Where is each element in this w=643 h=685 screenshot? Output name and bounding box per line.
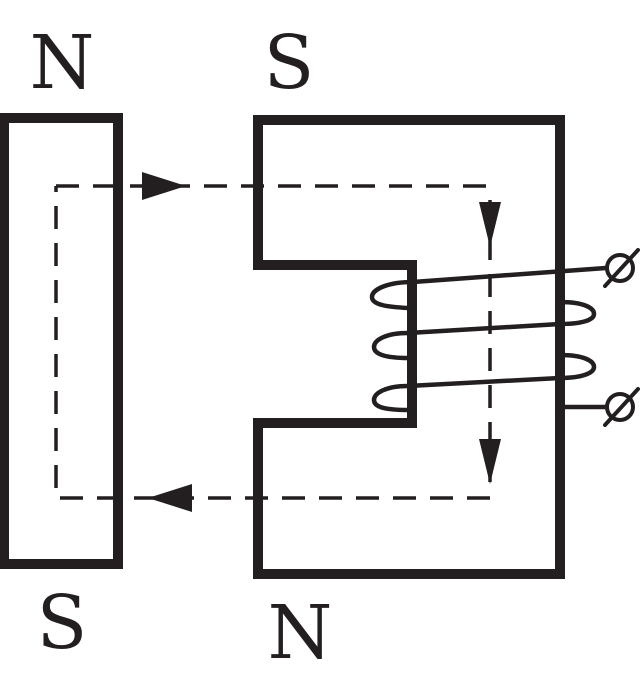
field-line-path (54, 184, 492, 500)
lower-terminal-icon (603, 387, 640, 427)
electromagnet-north-label: N (268, 590, 333, 676)
field-arrow-down-upper-icon (479, 202, 501, 247)
coil-winding (369, 265, 609, 413)
field-arrow-right-icon (142, 172, 186, 200)
electromagnet-core (253, 115, 565, 579)
bar-magnet-south-label: S (37, 580, 88, 666)
bar-magnet-north-label: N (30, 20, 95, 106)
bar-magnet (0, 113, 123, 569)
electromagnet-south-label: S (264, 20, 315, 106)
field-arrow-down-lower-icon (479, 439, 501, 484)
field-arrow-left-icon (148, 484, 192, 512)
upper-terminal-icon (603, 248, 640, 288)
